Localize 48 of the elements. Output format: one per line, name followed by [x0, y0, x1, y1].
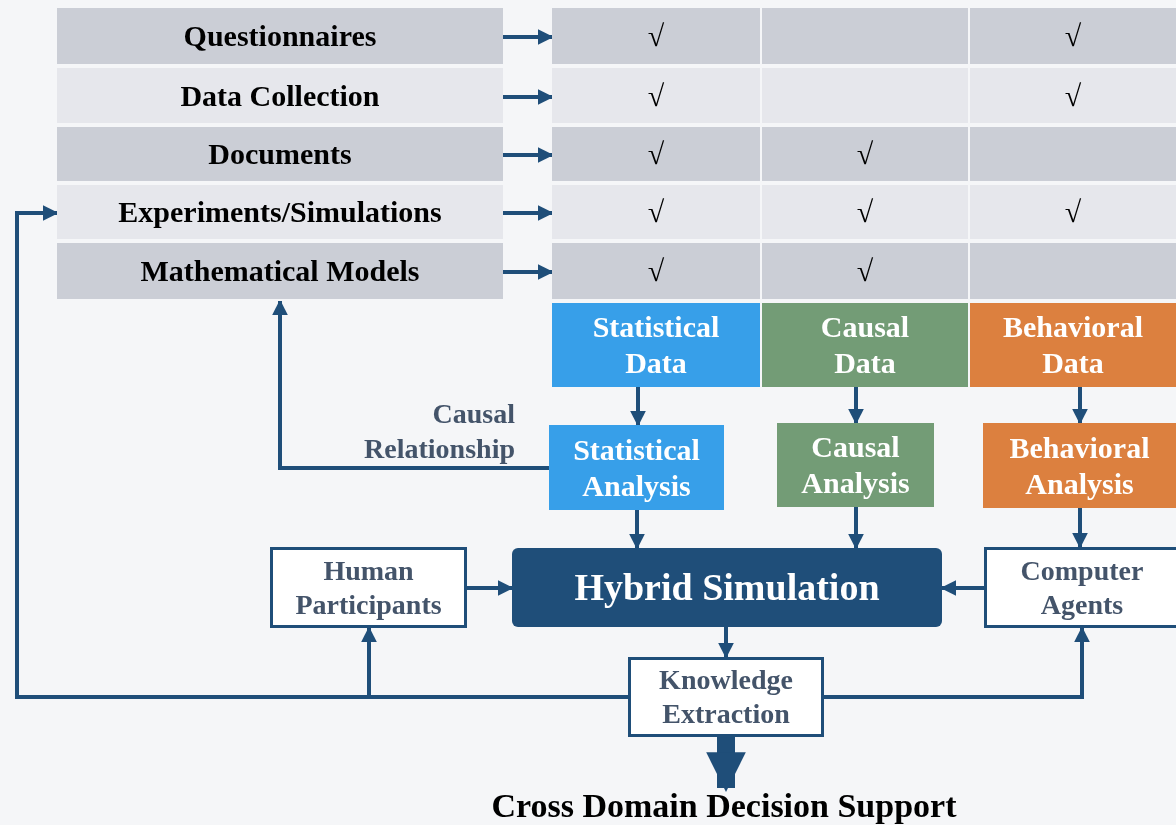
source-row: Mathematical Models — [57, 243, 503, 301]
arrow — [1072, 387, 1088, 425]
process-box: Human Participants — [270, 547, 467, 628]
arrow — [503, 205, 554, 221]
table-cell: √ — [552, 185, 760, 241]
edge-label: Causal Relationship — [363, 397, 515, 466]
table-cell — [970, 243, 1176, 301]
block-arrow — [706, 737, 746, 792]
table-cell: √ — [762, 243, 968, 301]
table-cell: √ — [970, 8, 1176, 66]
arrow — [503, 29, 554, 45]
arrow — [848, 507, 864, 550]
arrow — [630, 387, 646, 427]
process-box: Knowledge Extraction — [628, 657, 824, 737]
outcome-text: Cross Domain Decision Support — [424, 788, 1024, 825]
table-cell: √ — [762, 185, 968, 241]
arrow — [848, 387, 864, 425]
data-box: Causal Data — [762, 303, 968, 387]
arrow — [940, 580, 984, 596]
table-cell: √ — [552, 243, 760, 301]
table-cell: √ — [552, 68, 760, 125]
arrow — [467, 580, 514, 596]
process-box: Hybrid Simulation — [512, 548, 942, 627]
table-cell — [970, 127, 1176, 183]
arrow — [629, 510, 645, 550]
process-box: Computer Agents — [984, 547, 1176, 628]
arrow — [272, 299, 549, 470]
source-row: Questionnaires — [57, 8, 503, 66]
table-cell: √ — [970, 185, 1176, 241]
table-cell: √ — [552, 8, 760, 66]
arrow — [503, 89, 554, 105]
arrow — [503, 147, 554, 163]
table-cell — [762, 8, 968, 66]
analysis-box: Causal Analysis — [777, 423, 934, 507]
analysis-box: Behavioral Analysis — [983, 423, 1176, 508]
table-cell: √ — [970, 68, 1176, 125]
analysis-box: Statistical Analysis — [549, 425, 724, 510]
table-cell: √ — [762, 127, 968, 183]
source-row: Data Collection — [57, 68, 503, 125]
source-row: Documents — [57, 127, 503, 183]
table-cell: √ — [552, 127, 760, 183]
arrow — [718, 627, 734, 659]
data-box: Behavioral Data — [970, 303, 1176, 387]
data-box: Statistical Data — [552, 303, 760, 387]
arrow — [824, 626, 1090, 699]
arrow — [503, 264, 554, 280]
source-row: Experiments/Simulations — [57, 185, 503, 241]
arrow — [1072, 508, 1088, 549]
